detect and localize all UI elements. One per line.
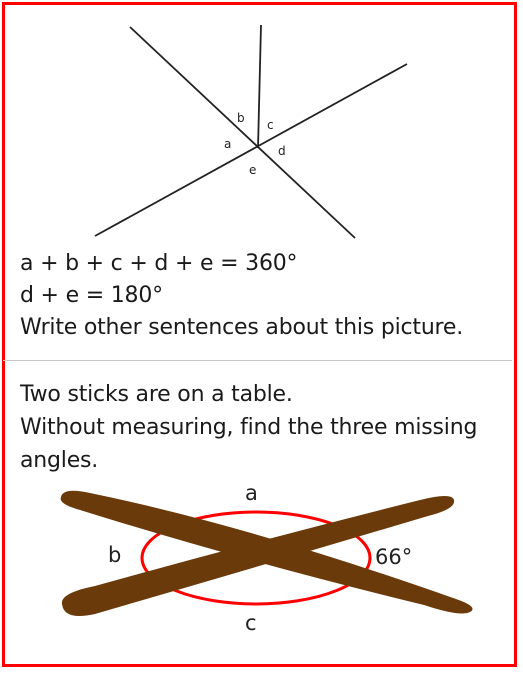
angle-circle [140, 510, 372, 606]
known-angle-label: 66° [375, 545, 412, 569]
stick-angle-label-b: b [108, 543, 121, 567]
equation-sum-180: d + e = 180° [20, 283, 163, 308]
ray-upper-left-to-lower-right [129, 26, 356, 239]
angle-label-e: e [249, 163, 256, 177]
angle-label-d: d [278, 144, 286, 158]
section-divider [3, 360, 512, 361]
ray-lower-left-to-upper-right [94, 63, 408, 237]
stick-two [61, 496, 455, 617]
ray-vertical [257, 24, 262, 149]
angle-label-a: a [224, 137, 231, 151]
sticks-question-line2: angles. [20, 448, 99, 473]
sticks-question-line1: Without measuring, find the three missin… [20, 415, 478, 440]
instruction-text: Write other sentences about this picture… [20, 315, 464, 340]
angle-label-b: b [237, 111, 245, 125]
stick-angle-label-c: c [245, 611, 257, 635]
stick-angle-label-a: a [245, 481, 258, 505]
angle-label-c: c [267, 118, 274, 132]
sticks-intro-text: Two sticks are on a table. [20, 382, 293, 407]
equation-sum-360: a + b + c + d + e = 360° [20, 251, 298, 276]
